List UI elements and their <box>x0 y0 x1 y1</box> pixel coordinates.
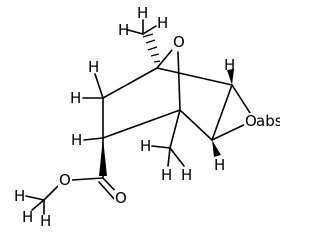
atom-h-c5: H <box>71 131 82 149</box>
bond-o-epoxide-c3 <box>211 121 251 141</box>
abs-stereo-label: abs <box>256 112 280 130</box>
wedge-bond-c2-h <box>227 69 234 85</box>
wedge-bond-c5-carbonyl <box>99 138 107 176</box>
atom-o-bridge: O <box>173 33 185 51</box>
bond-o-methyl <box>43 185 59 201</box>
hashed-bond-c1-methyl <box>142 33 161 63</box>
bond-methyl-h1 <box>31 199 45 211</box>
bond-c5-h <box>83 137 104 141</box>
bond-c1-c6 <box>102 67 158 99</box>
bond-carbonyl-o-double-2 <box>98 181 116 201</box>
atom-h-c3: H <box>214 156 225 174</box>
atom-h-top-methyl-1: H <box>118 21 129 39</box>
atom-h-ester-methyl-2: H <box>22 208 33 226</box>
bond-c1-c2 <box>156 67 233 86</box>
bond-carbonyl-o-single <box>71 177 104 181</box>
atom-h-c4-methyl-3: H <box>181 166 192 184</box>
atom-h-ester-methyl-3: H <box>40 212 51 228</box>
atom-h-c4-methyl-2: H <box>161 166 172 184</box>
atom-o-ester: O <box>59 171 71 189</box>
bond-methyl-h2 <box>25 195 45 201</box>
wedge-bond-c3-h <box>212 140 221 157</box>
bond-c2-c3 <box>211 84 233 141</box>
skeleton-bonds <box>25 19 253 215</box>
atom-h-c2: H <box>224 56 235 74</box>
atom-h-c6-left: H <box>70 89 81 107</box>
atom-o-carbonyl: O <box>115 189 127 207</box>
bond-o-bridge-c4 <box>177 51 181 111</box>
atom-h-top-methyl-2: H <box>137 4 148 22</box>
bond-top-methyl-h3 <box>142 25 157 35</box>
bond-c6-h-up <box>94 73 104 99</box>
bond-c2-o-epoxide <box>231 84 253 117</box>
bond-c3-c4 <box>179 109 213 141</box>
bond-c1-o-bridge <box>156 49 173 69</box>
bond-c4-methyl-h3 <box>169 147 185 167</box>
atom-h-c6-up: H <box>88 58 99 76</box>
bond-c4-methyl-h1 <box>151 145 171 149</box>
bond-c5-c4 <box>102 109 181 139</box>
bond-c4-methyl <box>169 109 181 149</box>
atom-labels: O O abs O O H H H H H H H H H H H H H H <box>14 4 280 228</box>
atom-o-epoxide: O <box>245 112 257 130</box>
atom-h-c4-methyl-1: H <box>140 137 151 155</box>
bond-c4-methyl-h2 <box>167 147 171 167</box>
bond-top-methyl-h1 <box>127 29 144 35</box>
molecule-structure: O O abs O O H H H H H H H H H H H H H H <box>14 4 280 228</box>
atom-h-top-methyl-3: H <box>157 14 168 32</box>
stereo-bonds <box>99 33 234 176</box>
atom-h-ester-methyl-1: H <box>14 187 25 205</box>
